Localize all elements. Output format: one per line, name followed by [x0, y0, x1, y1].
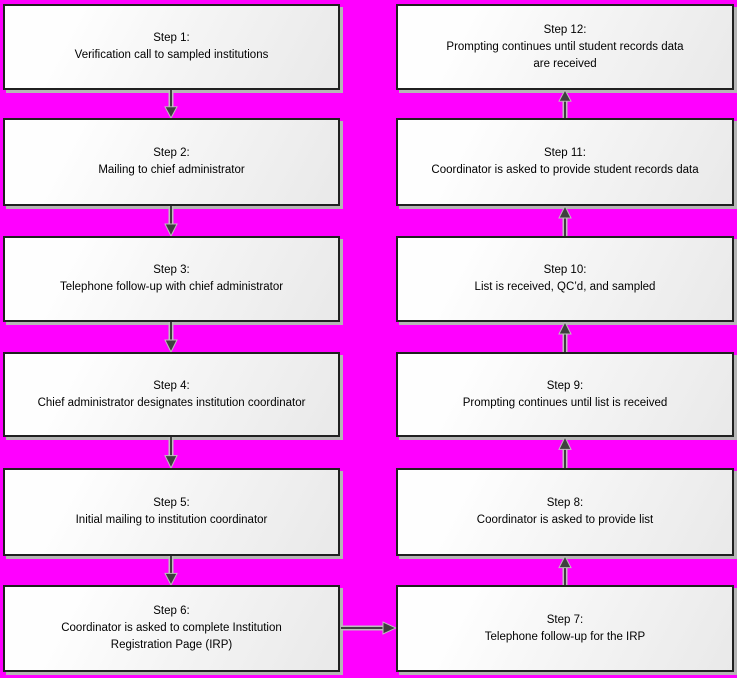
step-box-2: Step 2: Mailing to chief administrator — [3, 118, 340, 206]
step-text: Prompting continues until student record… — [446, 40, 684, 70]
step-text: List is received, QC’d, and sampled — [474, 281, 656, 293]
connector-arrow-8-9-up-icon — [557, 437, 573, 468]
step-box-5: Step 5: Initial mailing to institution c… — [3, 468, 340, 556]
step-box-8: Step 8: Coordinator is asked to provide … — [396, 468, 734, 556]
connector-arrow-11-12-up-icon — [557, 90, 573, 118]
connector-arrow-10-11-up-icon — [557, 206, 573, 236]
step-title: Step 12: — [543, 23, 587, 36]
step-text: Coordinator is asked to provide list — [476, 514, 654, 526]
step-title: Step 6: — [153, 605, 190, 617]
step-title: Step 5: — [153, 497, 190, 509]
connector-arrow-2-3-down-icon — [163, 206, 179, 236]
step-text: Chief administrator designates instituti… — [37, 396, 306, 409]
step-box-11: Step 11: Coordinator is asked to provide… — [396, 118, 734, 206]
step-title: Step 11: — [544, 147, 586, 159]
connector-arrow-5-6-down-icon — [163, 556, 179, 585]
step-box-1: Step 1: Verification call to sampled ins… — [3, 4, 340, 90]
step-box-3: Step 3: Telephone follow-up with chief a… — [3, 236, 340, 322]
step-title: Step 10: — [543, 264, 587, 276]
step-text: Telephone follow-up for the IRP — [484, 630, 646, 643]
step-title: Step 3: — [153, 264, 190, 276]
connector-arrow-1-2-down-icon — [163, 90, 179, 118]
step-title: Step 4: — [153, 379, 190, 392]
step-box-10: Step 10: List is received, QC’d, and sam… — [396, 236, 734, 322]
connector-arrow-7-8-up-icon — [557, 556, 573, 585]
step-text: Initial mailing to institution coordinat… — [75, 514, 268, 526]
step-title: Step 9: — [546, 379, 584, 392]
step-text: Verification call to sampled institution… — [74, 49, 269, 61]
step-text: Mailing to chief administrator — [98, 164, 245, 176]
connector-arrow-6-7-right-icon — [341, 620, 396, 636]
step-title: Step 8: — [546, 497, 584, 509]
step-title: Step 2: — [153, 147, 190, 159]
step-text: Telephone follow-up with chief administr… — [59, 281, 284, 293]
connector-arrow-9-10-up-icon — [557, 322, 573, 352]
step-box-6: Step 6: Coordinator is asked to complete… — [3, 585, 340, 672]
connector-arrow-4-5-down-icon — [163, 437, 179, 468]
step-box-4: Step 4: Chief administrator designates i… — [3, 352, 340, 437]
step-box-12: Step 12: Prompting continues until stude… — [396, 4, 734, 90]
step-title: Step 1: — [153, 32, 190, 44]
step-text: Coordinator is asked to complete Institu… — [61, 622, 282, 651]
step-box-7: Step 7: Telephone follow-up for the IRP — [396, 585, 734, 672]
step-box-9: Step 9: Prompting continues until list i… — [396, 352, 734, 437]
connector-arrow-3-4-down-icon — [163, 322, 179, 352]
step-text: Prompting continues until list is receiv… — [462, 396, 668, 409]
step-text: Coordinator is asked to provide student … — [431, 164, 699, 176]
step-title: Step 7: — [546, 613, 584, 626]
